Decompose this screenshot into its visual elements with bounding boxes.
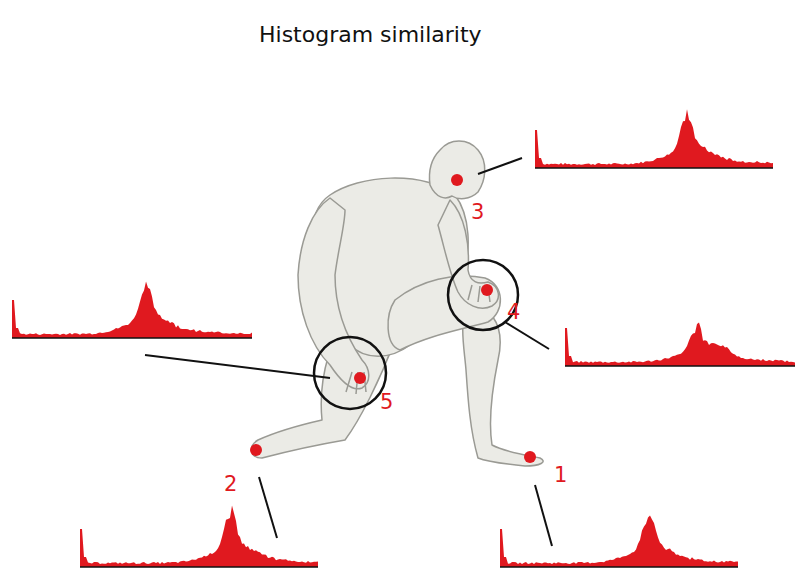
histogram — [535, 109, 773, 168]
histogram — [500, 516, 738, 568]
callout-number: 4 — [507, 300, 520, 324]
histogram-axis — [500, 566, 738, 568]
callout-number: 1 — [554, 463, 567, 487]
leader-lines — [145, 158, 552, 546]
diagram-title: Histogram similarity — [259, 22, 482, 47]
histogram-axis — [535, 167, 773, 169]
histogram — [12, 282, 252, 339]
callout-number: 2 — [224, 472, 237, 496]
histogram-axis — [12, 337, 252, 339]
callout-number: 5 — [380, 390, 393, 414]
human-figure — [252, 141, 544, 466]
histogram-axis — [565, 365, 795, 367]
histogram — [565, 323, 795, 367]
histogram-axis — [80, 566, 318, 568]
histograms — [12, 109, 795, 567]
region-circles — [314, 260, 518, 409]
red-dots — [250, 174, 536, 463]
histogram — [80, 506, 318, 568]
callout-number: 3 — [471, 200, 484, 224]
